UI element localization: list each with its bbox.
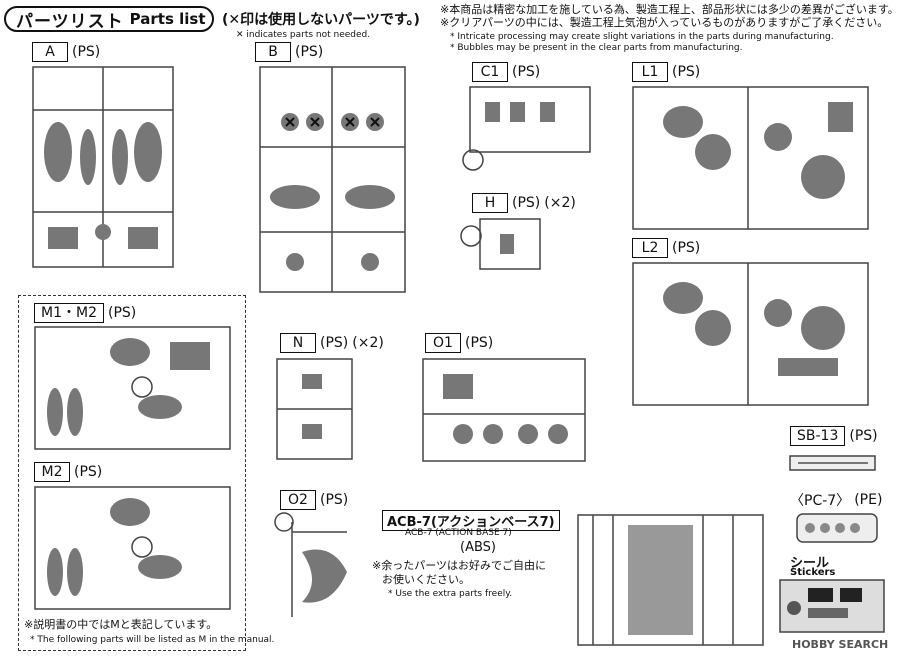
runner-b-diagram — [259, 66, 406, 293]
runner-qty: (×2) — [352, 335, 384, 351]
runner-qty: (×2) — [544, 195, 576, 211]
runner-name: O1 — [425, 333, 461, 353]
runner-sb13-label: SB-13 (PS) — [790, 426, 878, 446]
m-note-en: * The following parts will be listed as … — [30, 635, 275, 645]
runner-material: (PE) — [854, 492, 883, 508]
runner-name: M2 — [34, 462, 70, 482]
sticker-sheet-diagram — [779, 579, 885, 633]
runner-o2-label: O2 (PS) — [280, 490, 348, 510]
stickers-label-en: Stickers — [790, 567, 836, 578]
notice-2-en: * Bubbles may be present in the clear pa… — [450, 43, 743, 53]
runner-n-label: N (PS) (×2) — [280, 333, 384, 353]
runner-n-diagram — [276, 358, 353, 460]
runner-name: 〈PC-7〉 — [790, 493, 851, 509]
runner-l2-label: L2 (PS) — [632, 238, 700, 258]
runner-name: O2 — [280, 490, 316, 510]
parts-list-title: パーツリスト Parts list — [4, 6, 214, 32]
x-note-jp: (✕印は使用しないパーツです。) — [222, 12, 420, 28]
acb-material: (ABS) — [460, 540, 496, 555]
runner-h-diagram — [460, 218, 541, 270]
acb-note-en: * Use the extra parts freely. — [388, 589, 513, 599]
runner-a-label: A (PS) — [32, 42, 100, 62]
m-note-jp: ※説明書の中ではMと表記しています。 — [24, 618, 218, 631]
runner-m1m2-label: M1・M2 (PS) — [34, 303, 136, 323]
x-note-en: ✕ indicates parts not needed. — [236, 30, 371, 40]
runner-material: (PS) — [107, 305, 137, 321]
runner-material: (PS) — [512, 195, 541, 211]
runner-material: (PS) — [320, 335, 349, 351]
title-jp: パーツリスト — [16, 11, 124, 32]
notice-1-en: * Intricate processing may create slight… — [450, 32, 834, 42]
runner-c1-diagram — [462, 86, 591, 171]
runner-o1-label: O1 (PS) — [425, 333, 493, 353]
runner-c1-label: C1 (PS) — [472, 62, 540, 82]
runner-name: L2 — [632, 238, 668, 258]
runner-material: (PS) — [849, 428, 878, 444]
runner-pc7-diagram — [796, 513, 878, 543]
runner-m2-diagram — [34, 486, 231, 610]
acb-note-jp-1: ※余ったパーツはお好みでご自由に — [372, 559, 546, 572]
runner-a-diagram — [32, 66, 174, 268]
runner-material: (PS) — [295, 44, 324, 60]
acb-subtitle: ACB-7 (ACTION BASE 7) — [405, 528, 512, 538]
acb-title: ACB-7(アクションベース7) — [382, 510, 560, 531]
title-en: Parts list — [129, 10, 206, 28]
runner-material: (PS) — [320, 492, 349, 508]
runner-name: SB-13 — [790, 426, 846, 446]
runner-b-label: B (PS) — [255, 42, 323, 62]
runner-o2-diagram — [274, 512, 347, 617]
runner-o1-diagram — [422, 358, 586, 462]
runner-name: A — [32, 42, 68, 62]
runner-name: H — [472, 193, 508, 213]
runner-m1m2-diagram — [34, 326, 231, 450]
runner-material: (PS) — [672, 240, 701, 256]
runner-h-label: H (PS) (×2) — [472, 193, 576, 213]
notice-1-jp: ※本商品は精密な加工を施している為、製造工程上、部品形状には多少の差異がございま… — [440, 3, 899, 16]
runner-l1-diagram — [632, 86, 869, 230]
runner-name: C1 — [472, 62, 508, 82]
acb-note-jp-2: お使いください。 — [382, 573, 470, 586]
notice-2-jp: ※クリアパーツの中には、製造工程上気泡が入っているものがありますがご了承ください… — [440, 16, 889, 29]
runner-material: (PS) — [465, 335, 494, 351]
runner-material: (PS) — [72, 44, 101, 60]
runner-sb13-diagram — [789, 455, 876, 471]
runner-name: L1 — [632, 62, 668, 82]
runner-material: (PS) — [672, 64, 701, 80]
runner-name: B — [255, 42, 291, 62]
runner-name: M1・M2 — [34, 303, 104, 323]
stickers-label-jp: シール — [790, 556, 830, 571]
watermark: HOBBY SEARCH — [792, 638, 889, 651]
m-runner-area — [18, 295, 246, 651]
runner-pc7-label: 〈PC-7〉 (PE) — [790, 490, 882, 510]
runner-material: (PS) — [512, 64, 541, 80]
runner-material: (PS) — [74, 464, 103, 480]
runner-m2-label: M2 (PS) — [34, 462, 102, 482]
runner-name: N — [280, 333, 316, 353]
runner-acb-diagram — [577, 514, 764, 646]
runner-l2-diagram — [632, 262, 869, 406]
runner-l1-label: L1 (PS) — [632, 62, 700, 82]
